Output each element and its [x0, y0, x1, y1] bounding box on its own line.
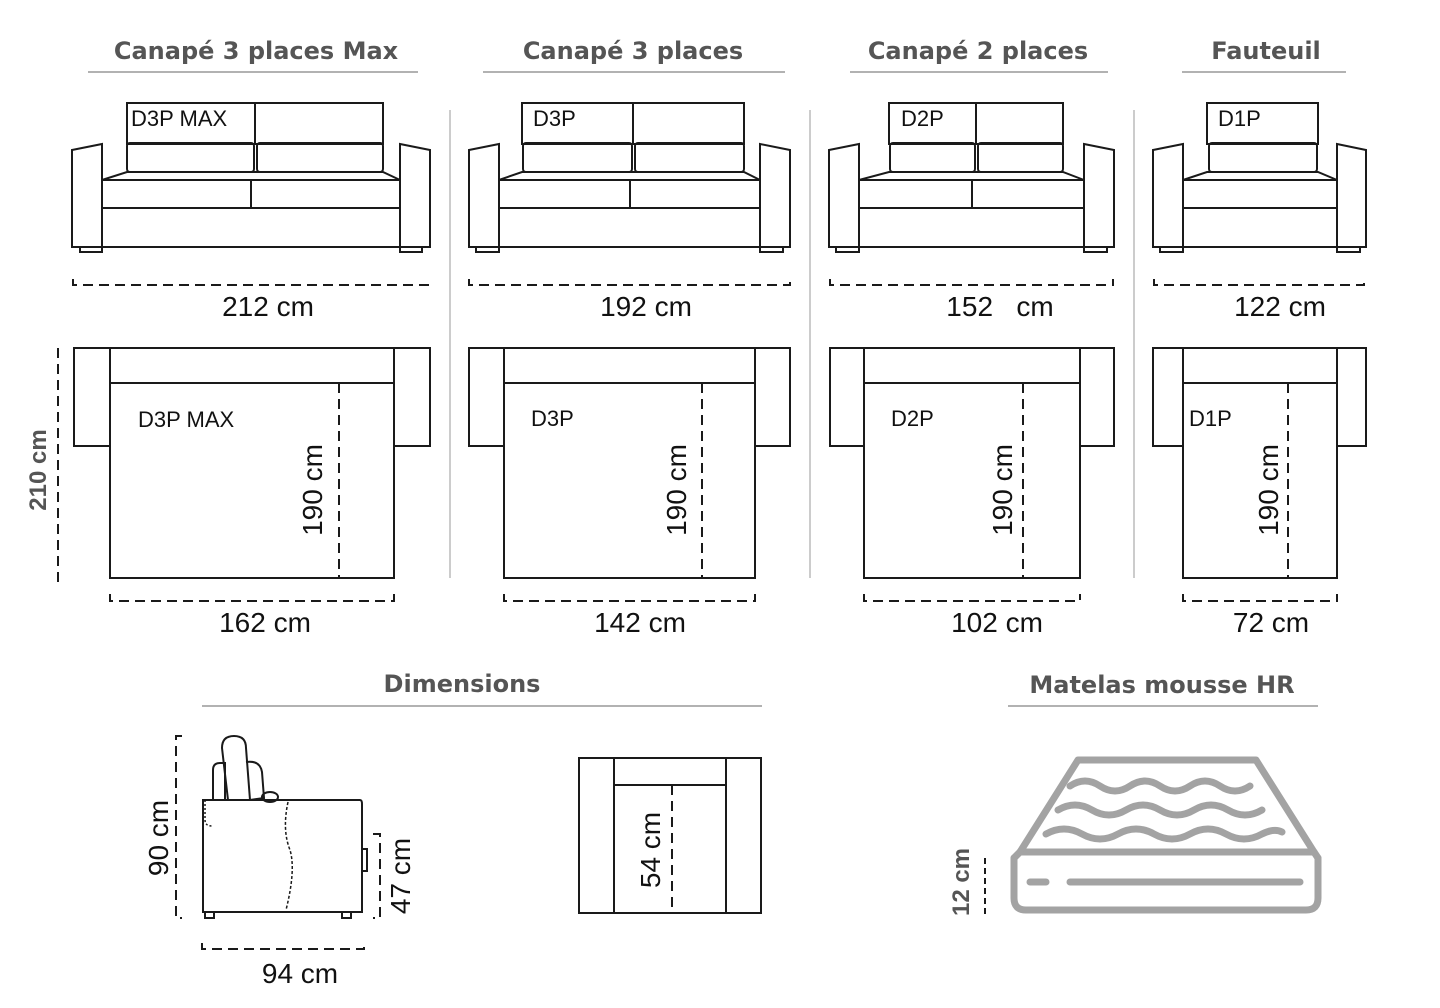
width-dimension-line [829, 279, 1114, 286]
bed-code-label: D3P [531, 406, 574, 431]
front-code-label: D3P [533, 106, 576, 131]
bed-length-label: 190 cm [297, 444, 328, 536]
bed-length-label: 190 cm [987, 444, 1018, 536]
armchair-bed-top-view-d1p [1152, 347, 1367, 579]
mattress-icon [1010, 756, 1322, 914]
seat-depth-label: 54 cm [635, 812, 666, 888]
bed-width-label: 162 cm [219, 607, 311, 638]
width-label: 192 cm [600, 291, 692, 322]
width-dimension-line [72, 279, 430, 286]
seat-height-label: 47 cm [385, 838, 416, 914]
armchair-top-view [578, 757, 762, 914]
heading-canape-2-places: Canapé 2 places [868, 37, 1088, 65]
sofa-bed-top-view-d3p-max [73, 347, 431, 579]
bed-width-label: 72 cm [1233, 607, 1309, 638]
width-dimension-line [1153, 279, 1365, 286]
bed-width-dimension-line [863, 594, 1081, 602]
front-code-label: D2P [901, 106, 944, 131]
bed-length-label: 190 cm [1253, 444, 1284, 536]
width-label: 212 cm [222, 291, 314, 322]
open-depth-label: 210 cm [25, 429, 52, 510]
seat-height-dimension-line [373, 833, 381, 919]
depth-dimension-line [201, 943, 365, 950]
mattress-thickness-label: 12 cm [948, 848, 975, 916]
bed-code-label: D3P MAX [138, 407, 235, 432]
height-dimension-line [175, 735, 182, 919]
bed-code-label: D1P [1189, 406, 1232, 431]
heading-dimensions: Dimensions [384, 670, 541, 698]
sofa-side-view [202, 734, 368, 919]
heading-canape-3-places-max: Canapé 3 places Max [114, 37, 399, 65]
height-label: 90 cm [143, 800, 174, 876]
bed-width-dimension-line [109, 594, 395, 602]
width-label: 152 cm [946, 291, 1053, 322]
bed-length-label: 190 cm [661, 444, 692, 536]
sofa-bed-top-view-d3p [468, 347, 791, 579]
armchair-front-view-d1p [1152, 102, 1367, 253]
sofa-front-view-d2p [828, 102, 1115, 253]
width-label: 122 cm [1234, 291, 1326, 322]
bed-width-dimension-line [1182, 594, 1338, 602]
depth-label: 94 cm [262, 958, 338, 989]
sofa-front-view-d3p-max [71, 102, 431, 253]
sofa-bed-top-view-d2p [829, 347, 1115, 579]
bed-width-label: 102 cm [951, 607, 1043, 638]
bed-code-label: D2P [891, 406, 934, 431]
bed-width-dimension-line [503, 594, 756, 602]
bed-width-label: 142 cm [594, 607, 686, 638]
width-dimension-line [468, 279, 791, 286]
heading-fauteuil: Fauteuil [1211, 37, 1321, 65]
front-code-label: D1P [1218, 106, 1261, 131]
heading-matelas-mousse-hr: Matelas mousse HR [1029, 671, 1294, 699]
sofa-front-view-d3p [468, 102, 791, 253]
heading-canape-3-places: Canapé 3 places [523, 37, 743, 65]
front-code-label: D3P MAX [131, 106, 228, 131]
